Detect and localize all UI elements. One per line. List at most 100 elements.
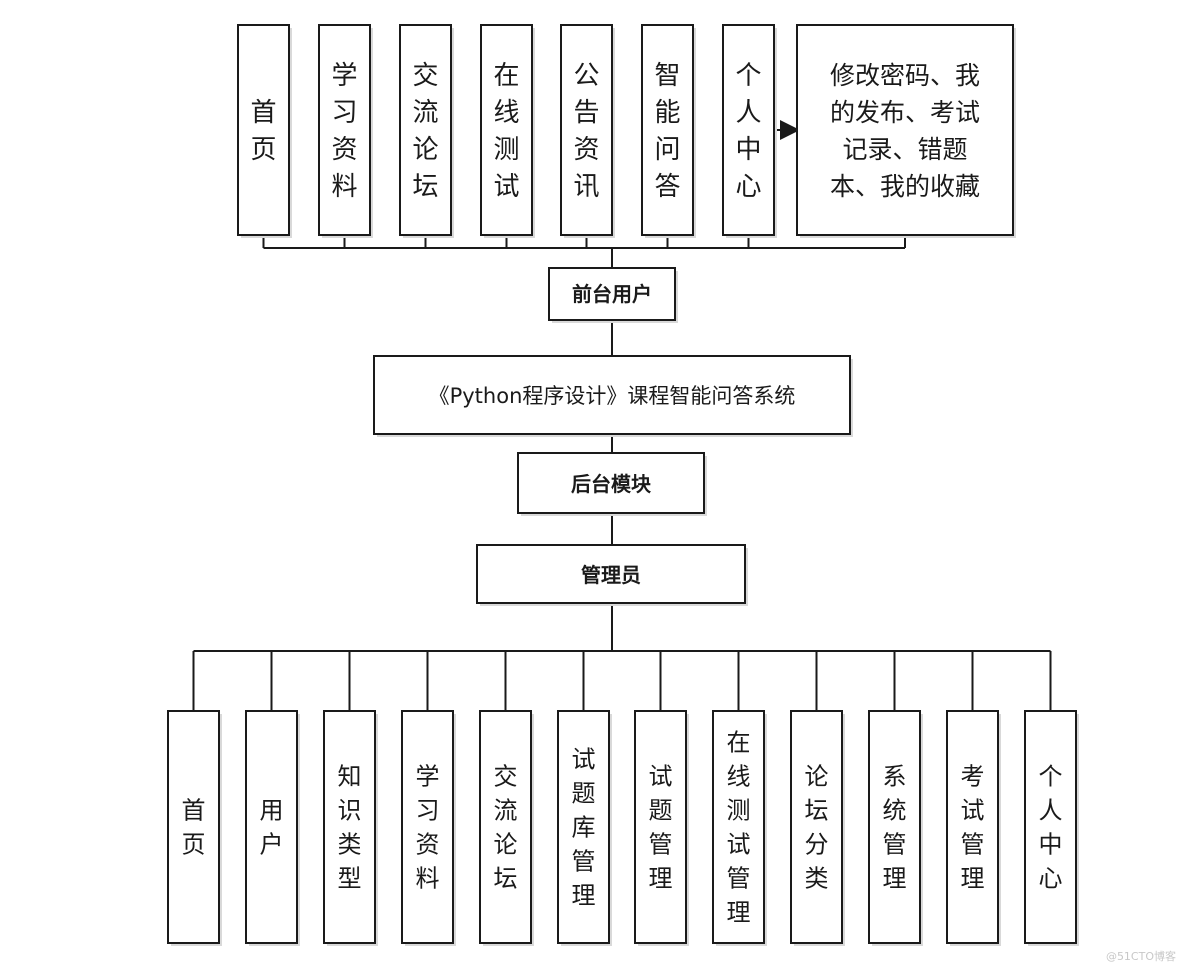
personal-detail-line: 记录、错题 <box>842 135 967 164</box>
front-user-label: 前台用户 <box>572 282 652 306</box>
admin-module-boxes: 首页用户知识类型学习资料交流论坛试题库管理试题管理在线测试管理论坛分类系统管理考… <box>167 710 1079 946</box>
admin-item-1-box: 首页 <box>167 710 222 946</box>
admin-item-8-char: 在 <box>727 729 751 757</box>
admin-item-10-char: 系 <box>883 763 907 791</box>
front-item-2-char: 料 <box>331 172 357 202</box>
admin-item-8-char: 理 <box>727 899 751 927</box>
personal-detail-line: 的发布、考试 <box>830 98 980 127</box>
admin-item-3-char: 型 <box>338 865 362 893</box>
admin-item-9-char: 类 <box>805 865 829 893</box>
admin-box: 管理员 <box>476 544 748 606</box>
front-item-7-char: 中 <box>735 135 761 165</box>
front-item-7-char: 个 <box>735 61 761 91</box>
admin-item-7-char: 试 <box>649 763 673 791</box>
front-item-7-char: 心 <box>735 172 761 202</box>
admin-item-2-box: 用户 <box>245 710 300 946</box>
front-item-3-char: 论 <box>412 135 438 165</box>
admin-item-4-char: 资 <box>416 831 440 859</box>
front-item-2-char: 学 <box>331 61 357 91</box>
admin-item-7-char: 管 <box>649 831 673 859</box>
admin-item-11-char: 管 <box>961 831 985 859</box>
front-item-3-char: 坛 <box>412 172 438 202</box>
front-item-4-char: 试 <box>493 172 519 202</box>
front-item-6-char: 答 <box>654 172 680 202</box>
admin-item-8-char: 线 <box>727 763 751 791</box>
front-item-5-char: 告 <box>573 98 599 128</box>
admin-item-4-char: 学 <box>416 763 440 791</box>
admin-item-1-char: 首 <box>182 797 206 825</box>
front-item-7-char: 人 <box>735 98 761 128</box>
connector-lines <box>192 120 1052 711</box>
admin-item-1-char: 页 <box>182 831 206 859</box>
front-item-2-char: 习 <box>331 98 357 128</box>
backend-module-box: 后台模块 <box>517 452 707 516</box>
front-item-6-box: 智能问答 <box>641 24 696 238</box>
front-item-1-char: 页 <box>250 135 276 165</box>
front-item-5-char: 资 <box>573 135 599 165</box>
admin-item-6-char: 题 <box>572 780 596 808</box>
admin-item-10-char: 统 <box>883 797 907 825</box>
admin-item-12-char: 中 <box>1039 831 1063 859</box>
admin-item-9-char: 坛 <box>805 797 829 825</box>
admin-label: 管理员 <box>581 563 641 587</box>
admin-item-3-char: 知 <box>338 763 362 791</box>
admin-item-8-char: 试 <box>727 831 751 859</box>
admin-item-4-char: 料 <box>416 865 440 893</box>
admin-item-12-char: 个 <box>1039 763 1063 791</box>
admin-item-5-char: 交 <box>494 763 518 791</box>
admin-item-6-char: 管 <box>572 848 596 876</box>
front-item-1-box: 首页 <box>237 24 292 238</box>
front-item-4-char: 线 <box>493 98 519 128</box>
admin-item-11-char: 考 <box>961 763 985 791</box>
admin-item-10-char: 理 <box>883 865 907 893</box>
front-item-6-char: 能 <box>654 98 680 128</box>
admin-item-3-char: 识 <box>338 797 362 825</box>
system-title-box: 《Python程序设计》课程智能问答系统 <box>373 355 853 437</box>
admin-item-6-char: 试 <box>572 746 596 774</box>
admin-item-7-char: 题 <box>649 797 673 825</box>
admin-item-3-char: 类 <box>338 831 362 859</box>
front-item-2-char: 资 <box>331 135 357 165</box>
front-item-6-char: 智 <box>654 61 680 91</box>
front-item-5-char: 讯 <box>573 172 599 202</box>
admin-item-2-char: 用 <box>260 797 284 825</box>
front-user-box: 前台用户 <box>548 267 678 323</box>
front-item-1-char: 首 <box>250 98 276 128</box>
admin-item-6-char: 理 <box>572 882 596 910</box>
personal-detail-line: 修改密码、我 <box>830 61 980 90</box>
admin-item-6-char: 库 <box>572 814 596 842</box>
admin-item-10-char: 管 <box>883 831 907 859</box>
front-item-6-char: 问 <box>654 135 680 165</box>
admin-item-8-char: 管 <box>727 865 751 893</box>
watermark: @51CTO博客 <box>1106 949 1176 963</box>
admin-item-12-char: 人 <box>1039 797 1063 825</box>
backend-label: 后台模块 <box>571 472 652 496</box>
admin-item-8-char: 测 <box>727 797 751 825</box>
admin-item-2-char: 户 <box>260 831 284 859</box>
system-title: 《Python程序设计》课程智能问答系统 <box>429 384 796 408</box>
front-item-3-char: 交 <box>412 61 438 91</box>
admin-item-9-char: 分 <box>805 831 829 859</box>
admin-item-4-char: 习 <box>416 797 440 825</box>
admin-item-12-char: 心 <box>1039 865 1063 893</box>
admin-item-7-char: 理 <box>649 865 673 893</box>
